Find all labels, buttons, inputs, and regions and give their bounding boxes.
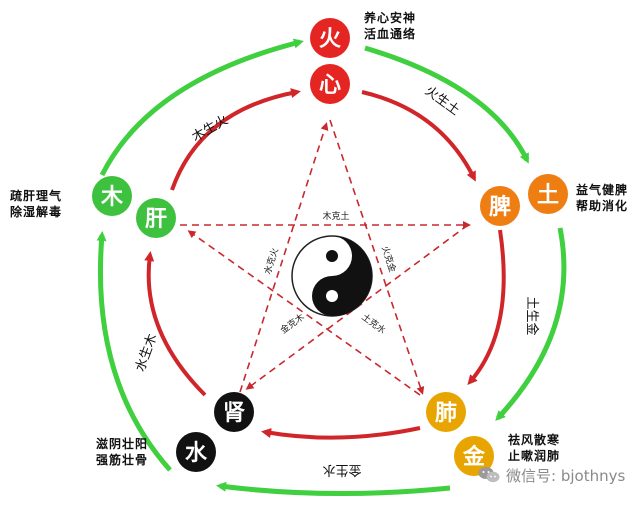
earth-note-line1: 益气健脾 <box>576 183 629 197</box>
fire-note-line1: 养心安神 <box>364 11 417 25</box>
metal-note-line1: 祛风散寒 <box>508 433 561 447</box>
water-note-line1: 滋阴壮阳 <box>96 437 149 451</box>
fire-organ-char: 心 <box>319 73 341 98</box>
wood-note-line2: 除湿解毒 <box>10 205 63 219</box>
earth-note: 益气健脾 帮助消化 <box>576 182 628 214</box>
label-water-generates-wood: 水生木 <box>133 332 160 374</box>
star-line-water-to-fire <box>239 122 329 393</box>
water-organ-char: 肾 <box>223 401 245 426</box>
label-metal-controls-wood: 金克木 <box>278 311 307 337</box>
earth-organ-char: 脾 <box>489 195 511 220</box>
outer-cycle-arrows <box>96 38 567 497</box>
inner-arrow-heart-to-spleen <box>361 90 476 182</box>
label-fire-controls-metal: 火克金 <box>379 244 399 273</box>
label-wood-generates-fire: 木生火 <box>190 113 231 145</box>
wechat-icon <box>478 467 500 483</box>
wood-note-line1: 疏肝理气 <box>10 189 63 203</box>
inner-arrow-spleen-to-lung <box>467 229 506 386</box>
label-earth-generates-metal: 土生金 <box>524 296 540 335</box>
water-element-char: 水 <box>185 441 208 466</box>
outer-arrow-metal-to-water <box>216 481 451 497</box>
wood-organ-char: 肝 <box>145 207 167 232</box>
outer-arrow-water-to-wood <box>96 231 172 472</box>
water-note-line2: 强筋壮骨 <box>96 453 149 467</box>
metal-note: 祛风散寒 止嗽润肺 <box>508 432 560 464</box>
node-earth: 脾 土 <box>480 174 568 226</box>
inner-arrow-liver-to-heart <box>170 88 301 191</box>
node-metal: 肺 金 <box>426 392 494 476</box>
watermark-text: 微信号: bjothnys <box>506 466 626 485</box>
earth-element-char: 土 <box>537 183 559 208</box>
label-wood-controls-earth: 木克土 <box>322 210 349 222</box>
label-metal-generates-water: 金生水 <box>322 462 361 478</box>
outer-arrow-earth-to-metal <box>495 227 567 421</box>
watermark: 微信号: bjothnys <box>478 464 625 486</box>
wood-element-char: 木 <box>100 185 124 210</box>
fire-note: 养心安神 活血通络 <box>364 10 416 42</box>
yin-yang-icon <box>291 235 373 317</box>
node-fire: 火 心 <box>310 18 350 104</box>
inner-arrow-lung-to-kidney <box>261 426 421 440</box>
inner-cycle-arrows <box>144 88 506 440</box>
metal-note-line2: 止嗽润肺 <box>508 449 561 463</box>
outer-arrow-fire-to-earth <box>364 45 530 164</box>
water-note: 滋阴壮阳 强筋壮骨 <box>96 436 148 468</box>
earth-note-line2: 帮助消化 <box>576 199 629 213</box>
node-wood: 木 肝 <box>92 176 176 238</box>
metal-organ-char: 肺 <box>435 401 457 426</box>
outer-arrow-wood-to-fire <box>99 38 304 177</box>
star-line-metal-to-wood <box>187 230 421 396</box>
fire-note-line2: 活血通络 <box>364 27 417 41</box>
node-water: 肾 水 <box>176 392 254 472</box>
inner-arrow-kidney-to-liver <box>144 251 207 397</box>
label-earth-controls-water: 土克水 <box>359 311 388 337</box>
metal-element-char: 金 <box>462 444 486 470</box>
wood-note: 疏肝理气 除湿解毒 <box>10 188 62 220</box>
fire-element-char: 火 <box>319 27 341 52</box>
